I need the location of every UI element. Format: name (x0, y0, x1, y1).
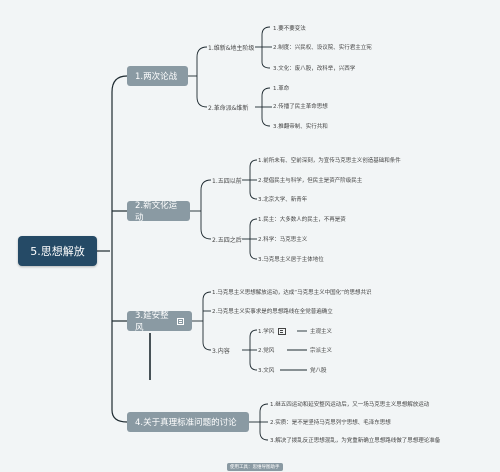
leaf-node[interactable]: 3.北京大学、新青年 (258, 197, 308, 203)
branch-node-3[interactable]: 3.延安整风 (127, 311, 192, 333)
leaf-node[interactable]: 1.继五四运动和延安整风运动后，又一场马克思主义思想解放运动 (270, 402, 430, 408)
leaf-node[interactable]: 1.革命 (273, 86, 290, 92)
subtopic-node[interactable]: 1.马克思主义思想解放运动，达成“马克思主义中国化”的思想共识 (212, 290, 372, 296)
leaf-node[interactable]: 2.科学：马克思主义 (258, 237, 308, 243)
branch-label: 4.关于真理标准问题的讨论 (135, 418, 237, 428)
leaf-node[interactable]: 1.学风 (258, 327, 287, 335)
leaf-node[interactable]: 2.提倡民主与科学，但民主是资产阶级民主 (258, 178, 363, 184)
footer-watermark: 使用工具：思维导图助手 (227, 463, 283, 471)
subtopic-label: 2.革命派&维新 (208, 105, 249, 112)
leaf-node[interactable]: 1.前所未有、空前深刻，为宣传马克思主义创造基础和条件 (258, 158, 401, 164)
root-node[interactable]: 5.思想解放 (18, 236, 97, 266)
subtopic-label: 3.内容 (212, 348, 230, 355)
leaf-value[interactable]: 主观主义 (310, 329, 333, 335)
subtopic-label: 2.五四之后 (212, 237, 242, 244)
root-trunk (111, 75, 128, 423)
subtopic-node[interactable]: 2.革命派&维新 (208, 103, 248, 112)
branch-node-4[interactable]: 4.关于真理标准问题的讨论 (127, 412, 249, 432)
leaf-node[interactable]: 3.推翻帝制、实行共和 (273, 124, 328, 130)
subtopic-node[interactable]: 1.五四以前 (212, 176, 242, 185)
leaf-value[interactable]: 宗派主义 (310, 348, 333, 354)
leaf-node[interactable]: 3.文化：废八股，改科举，兴西学 (273, 66, 356, 72)
leaf-node[interactable]: 3.解决了拨乱反正思想混乱，为党重新确立思想路线做了思想理论准备 (270, 438, 441, 444)
subtopic-node[interactable]: 2.五四之后 (212, 235, 242, 244)
leaf-node[interactable]: 3.马克思主义居于主体地位 (258, 257, 324, 263)
leaf-label: 1.学风 (258, 329, 275, 335)
subtopic-node[interactable]: 1.维新&地主阶级 (208, 43, 254, 52)
leaf-node[interactable]: 2.制度：兴民权、设议院、实行君主立宪 (273, 45, 372, 51)
branch-label: 1.两次论战 (135, 72, 178, 82)
branch-label: 3.延安整风 (135, 311, 169, 333)
branch-node-2[interactable]: 2.新文化运动 (127, 201, 190, 223)
note-icon (278, 328, 287, 335)
leaf-node[interactable]: 2.党风 (258, 348, 275, 354)
subtopic-node[interactable]: 3.内容 (212, 346, 230, 355)
leaf-node[interactable]: 3.文风 (258, 368, 275, 374)
branch-label: 2.新文化运动 (135, 201, 178, 223)
leaf-node[interactable]: 1.民主：大多数人的民主，不再是资 (258, 217, 346, 223)
leaf-node[interactable]: 2.传播了民主革命思想 (273, 104, 328, 110)
branch-node-1[interactable]: 1.两次论战 (127, 66, 188, 86)
leaf-node[interactable]: 1.要不要变法 (273, 26, 306, 32)
subtopic-node[interactable]: 2.马克思主义实事求是的思想路线在全党普遍确立 (212, 309, 333, 315)
leaf-value[interactable]: 党八股 (310, 368, 327, 374)
subtopic-label: 1.五四以前 (212, 178, 242, 185)
leaf-node[interactable]: 2.实质：是不是坚持马克思列宁思想、毛泽东思想 (270, 420, 391, 426)
root-label: 5.思想解放 (30, 245, 85, 258)
subtopic-label: 1.维新&地主阶级 (208, 45, 255, 52)
note-icon (176, 317, 184, 325)
